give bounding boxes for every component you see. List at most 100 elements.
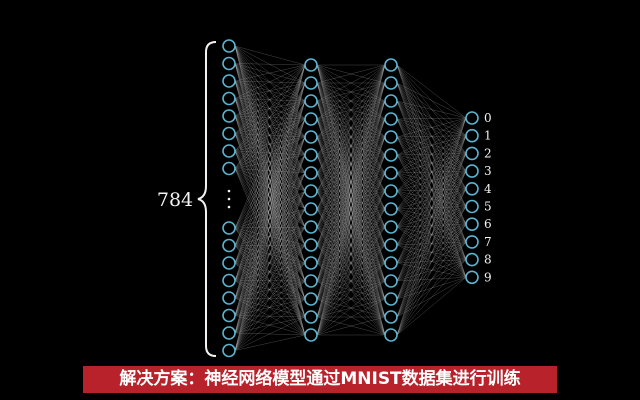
output-digit-label: 6 <box>484 217 492 231</box>
connection-line <box>396 153 467 336</box>
connection-line <box>234 45 306 84</box>
output-neuron <box>465 146 479 161</box>
connection-line <box>234 262 306 318</box>
hidden1-neuron <box>304 94 318 108</box>
connection-line <box>234 172 306 351</box>
nodes <box>222 39 479 358</box>
connection-line <box>316 172 386 336</box>
connection-line <box>396 117 467 192</box>
subtitle-caption: 解决方案：神经网络模型通过MNIST数据集进行训练 <box>83 366 557 393</box>
connection-line <box>316 64 386 318</box>
connection-line <box>234 245 306 282</box>
output-digit-label: 9 <box>484 270 492 284</box>
ellipsis-dot <box>227 205 231 209</box>
output-digit-label: 3 <box>484 164 492 178</box>
connection-line <box>234 315 306 318</box>
connection-line <box>234 262 306 300</box>
connection-line <box>396 117 467 120</box>
input-neuron <box>222 126 236 141</box>
hidden2-neuron <box>384 238 398 252</box>
connection-line <box>396 206 467 336</box>
connection-line <box>234 298 306 334</box>
connection-line <box>234 226 306 351</box>
connection-line <box>234 82 306 169</box>
connection-line <box>234 64 306 316</box>
input-neuron <box>222 161 236 176</box>
connection-line <box>234 298 306 351</box>
connection-line <box>234 64 306 99</box>
connection-line <box>396 135 467 336</box>
connection-line <box>234 64 306 82</box>
connection-line <box>234 245 306 318</box>
connection-line <box>234 245 306 264</box>
connection-line <box>234 262 306 282</box>
connection-line <box>396 117 467 336</box>
connection-line <box>316 208 386 336</box>
connection-line <box>234 208 306 229</box>
connection-line <box>316 64 386 336</box>
output-digit-label: 2 <box>484 146 492 160</box>
connection-line <box>234 245 306 300</box>
hidden1-neuron <box>304 202 318 216</box>
connection-line <box>316 244 386 336</box>
connection-line <box>234 118 306 351</box>
connection-line <box>316 64 386 228</box>
hidden1-neuron <box>304 238 318 252</box>
input-neuron <box>222 144 236 158</box>
connection-line <box>234 168 306 282</box>
connection-line <box>234 244 306 246</box>
input-neuron <box>222 109 236 123</box>
connection-line <box>234 262 306 351</box>
output-digit-label: 1 <box>484 129 492 143</box>
connection-line <box>234 133 306 228</box>
output-digit-label: 8 <box>484 253 492 267</box>
connection-line <box>234 280 306 351</box>
connection-line <box>234 226 306 246</box>
input-brace <box>197 41 217 357</box>
connection-line <box>234 80 306 84</box>
hidden1-neuron <box>304 292 318 306</box>
connection-line <box>316 64 386 192</box>
connection-line <box>234 64 306 134</box>
connection-line <box>396 117 467 174</box>
hidden2-neuron <box>384 166 398 180</box>
input-neuron <box>222 326 236 340</box>
connection-line <box>234 262 306 299</box>
hidden1-neuron <box>304 130 318 144</box>
output-neuron <box>465 252 479 267</box>
connection-line <box>234 190 306 351</box>
hidden2-neuron <box>384 310 398 324</box>
connection-line <box>316 82 386 336</box>
connection-line <box>316 64 386 156</box>
connection-line <box>234 316 306 351</box>
hidden1-neuron <box>304 328 318 342</box>
connection-line <box>316 64 386 174</box>
connection-line <box>234 64 306 152</box>
input-count-label: 784 <box>157 189 193 211</box>
connection-line <box>316 316 386 336</box>
hidden2-neuron <box>384 274 398 288</box>
ellipsis-dot <box>227 197 231 201</box>
hidden1-neuron <box>304 58 318 72</box>
connection-line <box>316 64 386 264</box>
hidden2-neuron <box>384 220 398 234</box>
hidden2-neuron <box>384 112 398 126</box>
connection-line <box>316 136 386 336</box>
connection-line <box>396 64 467 119</box>
connection-line <box>234 168 306 318</box>
connection-line <box>234 227 306 264</box>
connections <box>234 45 467 351</box>
input-neuron <box>222 308 236 323</box>
hidden2-neuron <box>384 148 398 162</box>
connection-line <box>316 64 386 84</box>
hidden1-neuron <box>304 166 318 180</box>
hidden2-neuron <box>384 58 398 72</box>
hidden2-neuron <box>384 256 398 270</box>
hidden1-neuron <box>304 148 318 162</box>
output-neuron <box>465 128 479 143</box>
hidden1-neuron <box>304 220 318 234</box>
connection-line <box>234 64 306 264</box>
connection-line <box>234 64 306 334</box>
connection-line <box>234 332 306 336</box>
